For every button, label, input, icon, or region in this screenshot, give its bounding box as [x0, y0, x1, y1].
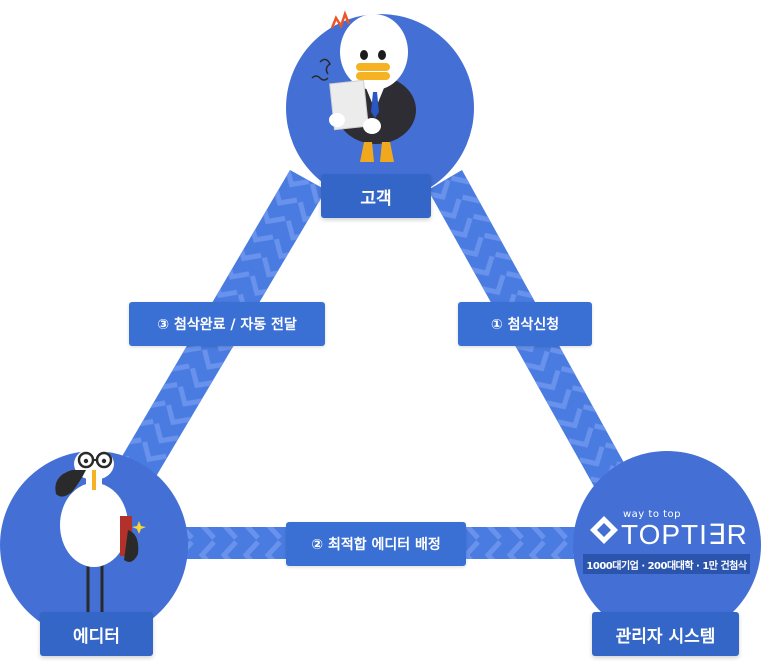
node-label-customer: 고객 [321, 174, 431, 218]
logo-wordmark: TOPTI∃R [621, 519, 748, 550]
edge-label-deliver: ③ 첨삭완료 / 자동 전달 [129, 302, 325, 346]
logo-tagline: way to top [623, 509, 682, 520]
edge-label-assign: ② 최적합 에디터 배정 [286, 522, 466, 566]
node-circle-admin [573, 451, 761, 639]
node-label-admin: 관리자 시스템 [592, 612, 739, 656]
customer-character-icon [311, 10, 416, 162]
editor-character-icon [55, 448, 146, 612]
toptier-logo-icon [590, 516, 618, 544]
toptier-logo: way to top TOPTI∃R 1000대기업 · 200대대학 · 1만… [583, 505, 753, 580]
edge-label-request: ① 첨삭신청 [458, 302, 592, 346]
logo-subline: 1000대기업 · 200대대학 · 1만 건첨삭 [583, 554, 750, 574]
node-label-editor: 에디터 [40, 612, 153, 656]
